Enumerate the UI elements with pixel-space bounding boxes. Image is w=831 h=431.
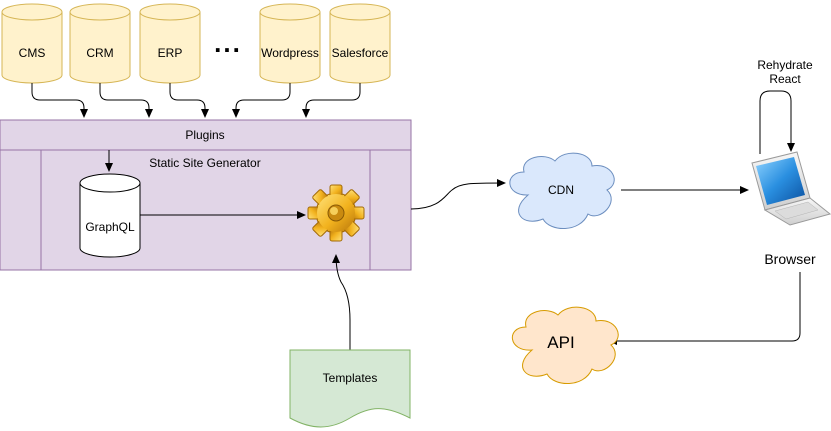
source-wordpress: Wordpress [259,3,321,84]
arrow-ssg-cdn [410,179,506,210]
arrow-rehydrate-react [759,90,795,154]
source-erp: ERP [139,3,201,84]
source-label-cms: CMS [19,46,46,60]
arrow-salesforce-plugins [302,83,361,118]
arrow-wordpress-plugins [232,83,291,118]
graphql-label: GraphQL [85,220,135,234]
source-cms: CMS [1,3,63,84]
graphql-database: GraphQL [79,173,141,258]
arrow-erp-plugins [169,83,209,118]
arrow-browser-api [608,272,801,345]
arrow-crm-plugins [99,83,153,118]
source-crm: CRM [69,3,131,84]
api-cloud: API [511,306,619,385]
cdn-cloud: CDN [509,152,615,230]
source-label-erp: ERP [158,46,183,60]
templates-document: Templates [289,349,411,428]
laptop-icon [751,151,831,226]
api-label: API [547,333,574,352]
source-connectors [31,83,361,118]
arrow-cms-plugins [31,83,88,118]
gear-icon [307,184,365,242]
ssg-label: Static Site Generator [149,156,260,170]
templates-label: Templates [323,371,378,385]
browser-label: Browser [764,251,816,267]
cdn-label: CDN [548,183,574,197]
arrow-templates-generator [332,254,351,350]
rehydrate-label-line2: React [769,72,801,86]
plugins-label: Plugins [185,128,224,142]
source-salesforce: Salesforce [329,3,391,84]
source-label-crm: CRM [86,46,113,60]
ellipsis: ... [214,28,242,58]
rehydrate-label-line1: Rehydrate [757,58,813,72]
source-label-salesforce: Salesforce [332,46,389,60]
source-label-wordpress: Wordpress [261,46,319,60]
